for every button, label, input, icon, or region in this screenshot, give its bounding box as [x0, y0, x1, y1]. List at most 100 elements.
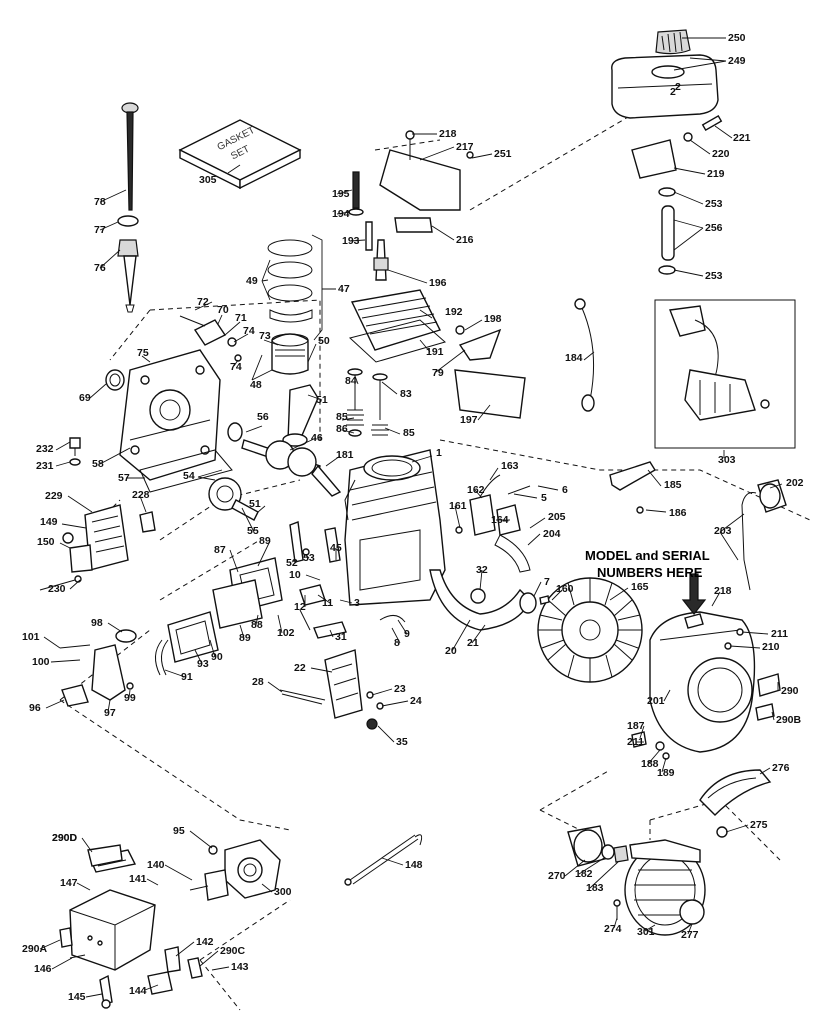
part-label-290B: 290B [776, 714, 802, 726]
part-label-275: 275 [750, 819, 768, 831]
part-label-83: 83 [400, 388, 412, 400]
part-label-142: 142 [196, 936, 214, 948]
part-label-24: 24 [410, 695, 422, 707]
part-label-290: 290 [781, 685, 799, 697]
part-label-211: 211 [771, 628, 788, 640]
muffler [39, 504, 156, 591]
part-label-162: 162 [467, 484, 485, 496]
part-label-290A: 290A [22, 943, 48, 955]
breather-tube-and-bracket [454, 325, 526, 419]
model-serial-arrow [681, 573, 707, 615]
intake-elbow [59, 629, 137, 707]
part-label-274: 274 [604, 923, 622, 935]
part-label-218: 218 [714, 585, 732, 597]
part-label-79: 79 [432, 367, 444, 379]
part-label-12: 12 [294, 601, 306, 613]
decal-290D [87, 844, 123, 867]
part-label-5: 5 [541, 492, 547, 504]
part-label-205: 205 [548, 511, 566, 523]
part-label-88: 88 [251, 619, 263, 631]
fuel-tank-bracket [631, 114, 723, 179]
spark-plug [373, 239, 389, 281]
part-label-57: 57 [118, 472, 130, 484]
part-label-52: 52 [286, 557, 298, 569]
baffle [429, 534, 531, 631]
part-label-28: 28 [252, 676, 264, 688]
part-label-69: 69 [79, 392, 91, 404]
fuel-line-and-clamps [658, 187, 676, 275]
part-label-150: 150 [37, 536, 55, 548]
part-label-194: 194 [332, 208, 350, 220]
part-label-71: 71 [235, 312, 247, 324]
part-label-32: 32 [476, 564, 488, 576]
part-label-101: 101 [22, 631, 40, 643]
part-number-labels: 2502492212202192532562532182172511951942… [22, 32, 804, 1003]
air-deflector-bracket [379, 130, 474, 233]
dipstick-assembly [117, 102, 139, 313]
part-label-20: 20 [445, 645, 457, 657]
breather-hose-91 [155, 639, 169, 676]
part-label-146: 146 [34, 963, 52, 975]
part-label-195: 195 [332, 188, 350, 200]
control-bracket [279, 649, 384, 730]
part-label-305: 305 [199, 174, 217, 186]
part-label-185: 185 [664, 479, 682, 491]
part-label-77: 77 [94, 224, 106, 236]
part-label-49: 49 [246, 275, 258, 287]
part-label-301: 301 [637, 926, 655, 938]
part-label-95: 95 [173, 825, 185, 837]
piston [271, 333, 309, 375]
model-serial-note-line2: NUMBERS HERE [597, 565, 703, 580]
crankshaft [227, 422, 342, 497]
part-label-45: 45 [330, 542, 342, 554]
part-label-99: 99 [124, 692, 136, 704]
part-label-217: 217 [456, 141, 474, 153]
fuel-cap [655, 29, 691, 55]
part-label-35: 35 [396, 736, 408, 748]
cylinder-head [348, 289, 447, 363]
part-label-193: 193 [342, 235, 360, 247]
part-label-23: 23 [394, 683, 406, 695]
part-label-187: 187 [627, 720, 645, 732]
part-label-53: 53 [303, 552, 315, 564]
part-label-3: 3 [354, 597, 360, 609]
part-label-250: 250 [728, 32, 746, 44]
model-serial-note-line1: MODEL and SERIAL [585, 548, 710, 563]
part-label-90: 90 [211, 651, 223, 663]
part-label-86: 86 [336, 423, 348, 435]
part-label-72: 72 [197, 296, 209, 308]
part-label-74: 74 [243, 325, 255, 337]
timing-gear [208, 477, 259, 521]
part-label-46: 46 [311, 432, 323, 444]
part-label-231: 231 [36, 460, 54, 472]
part-label-47: 47 [338, 283, 350, 295]
part-label-31: 31 [335, 631, 347, 643]
fuel-tank: 2 [611, 54, 719, 119]
part-label-58: 58 [92, 458, 104, 470]
carb-small-parts [59, 927, 203, 1009]
part-label-148: 148 [405, 859, 423, 871]
part-label-149: 149 [40, 516, 58, 528]
part-label-228: 228 [132, 489, 150, 501]
part-label-210: 210 [762, 641, 780, 653]
part-label-51: 51 [316, 394, 328, 406]
part-label-197: 197 [460, 414, 478, 426]
part-label-102: 102 [277, 627, 295, 639]
part-label-230: 230 [48, 583, 66, 595]
part-label-11: 11 [322, 597, 333, 609]
part-label-182: 182 [575, 868, 593, 880]
part-label-22: 22 [294, 662, 306, 674]
flywheel [537, 577, 643, 683]
part-label-196: 196 [429, 277, 447, 289]
part-label-50: 50 [318, 335, 330, 347]
part-label-21: 21 [467, 637, 479, 649]
part-label-218: 218 [439, 128, 457, 140]
part-label-221: 221 [733, 132, 751, 144]
part-label-183: 183 [586, 882, 604, 894]
intake-gaskets [167, 557, 283, 663]
gasket-set-box: GASKET SET [178, 119, 302, 190]
label-2-text: 2 [670, 86, 676, 98]
part-label-277: 277 [681, 929, 699, 941]
crankcase-cover [119, 349, 221, 481]
